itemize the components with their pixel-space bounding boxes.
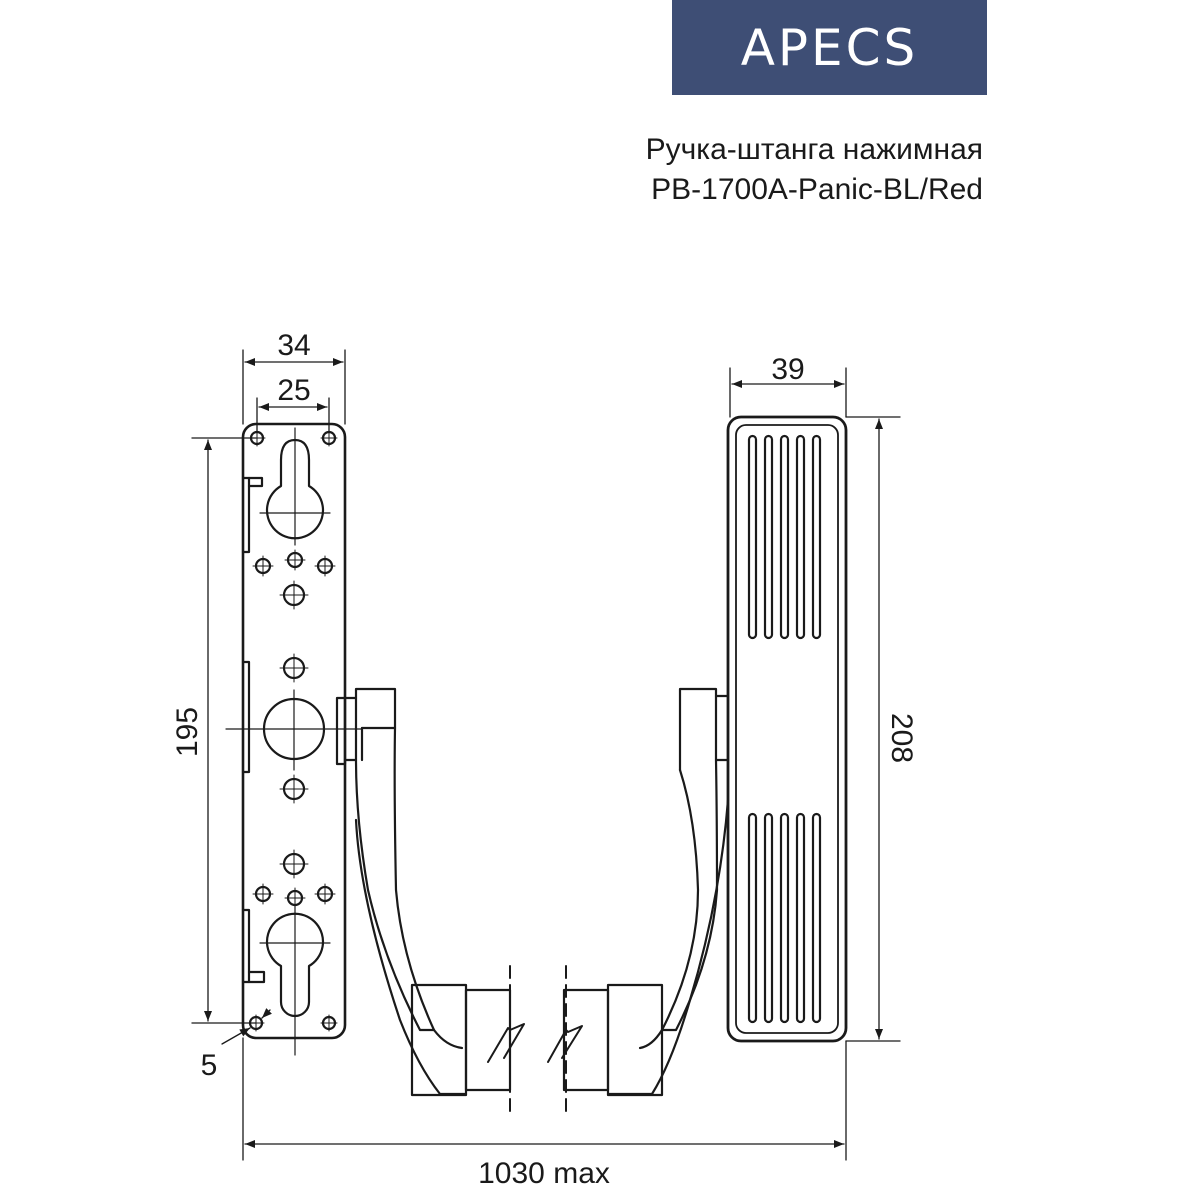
push-pad: [726, 415, 848, 1043]
dim-5-label: 5: [201, 1049, 218, 1082]
brand-logo-text: APECS: [740, 18, 919, 77]
dim-208-label: 208: [885, 713, 918, 763]
product-title-line-1: Ручка-штанга нажимная: [645, 133, 983, 166]
dim-1030-label: 1030 max: [478, 1157, 610, 1190]
dim-39-label: 39: [771, 353, 804, 386]
right-lever-arm: [547, 687, 730, 1116]
brand-logo: APECS: [672, 0, 987, 95]
pad-ribs-top: [747, 434, 822, 640]
pad-ribs-bottom: [747, 812, 822, 1024]
left-lever-arm: [335, 687, 525, 1116]
product-title: Ручка-штанга нажимная PB-1700A-Panic-BL/…: [646, 130, 983, 210]
dim-34-label: 34: [277, 329, 310, 362]
dim-195-label: 195: [171, 707, 204, 757]
fastening-holes: [247, 429, 338, 1032]
cylinder-hole: [265, 912, 325, 1018]
dim-25-label: 25: [277, 374, 310, 407]
back-plate: [225, 422, 363, 1056]
product-title-line-2: PB-1700A-Panic-BL/Red: [651, 173, 983, 206]
dim-5-leader: [221, 1027, 251, 1045]
